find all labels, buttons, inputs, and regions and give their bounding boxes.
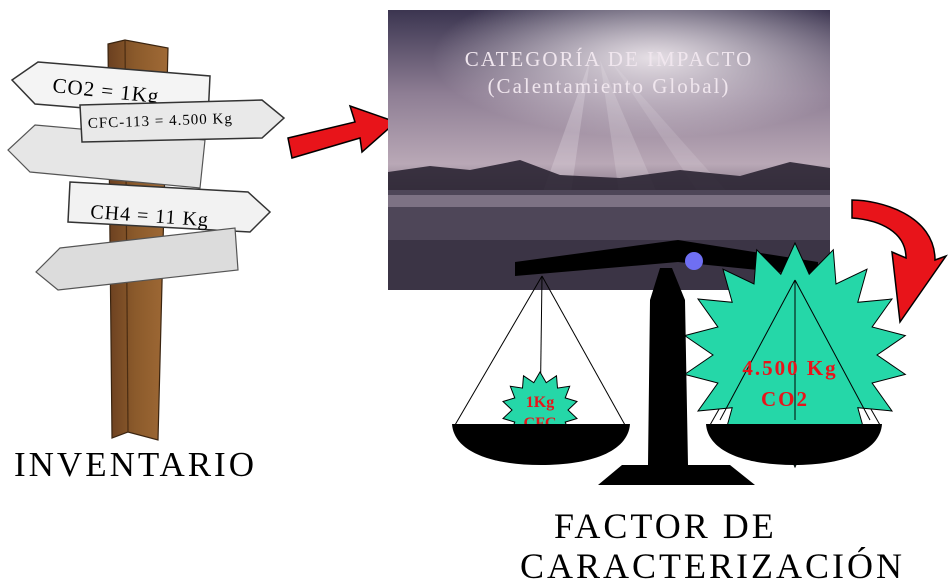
- scale-knob: [685, 252, 703, 270]
- factor-label-line1: FACTOR DE: [554, 506, 777, 546]
- right-pan: [706, 424, 882, 465]
- signpost: CO2 = 1Kg CFC-113 = 4.500 Kg CH4 = 11 Kg: [7, 39, 286, 441]
- scale-beam: [515, 240, 818, 276]
- cfc-burst-line1: 1Kg: [526, 394, 554, 411]
- curved-arrow-icon: [851, 199, 948, 325]
- scale-pillar: [598, 268, 755, 485]
- co2-burst-line2: CO2: [761, 387, 809, 411]
- co2-burst: 4.500 Kg CO2: [683, 241, 907, 469]
- left-pan: [452, 424, 630, 465]
- impact-category-title: CATEGORÍA DE IMPACTO: [464, 47, 754, 71]
- impact-category-subtitle: (Calentamiento Global): [487, 74, 731, 98]
- factor-label-line2: CARACTERIZACIÓN: [520, 546, 905, 586]
- co2-burst-line1: 4.500 Kg: [742, 356, 837, 380]
- cfc-sign-text: CFC-113 = 4.500 Kg: [88, 111, 234, 132]
- ch4-sign: CH4 = 11 Kg: [67, 181, 272, 233]
- blank-sign-2: [35, 227, 239, 291]
- impact-category-panel: CATEGORÍA DE IMPACTO (Calentamiento Glob…: [388, 10, 830, 290]
- arrow-to-impact-icon: [287, 104, 398, 159]
- impact-photo: [388, 10, 830, 290]
- inventory-label: INVENTARIO: [14, 445, 257, 484]
- cfc-sign: CFC-113 = 4.500 Kg: [79, 99, 286, 143]
